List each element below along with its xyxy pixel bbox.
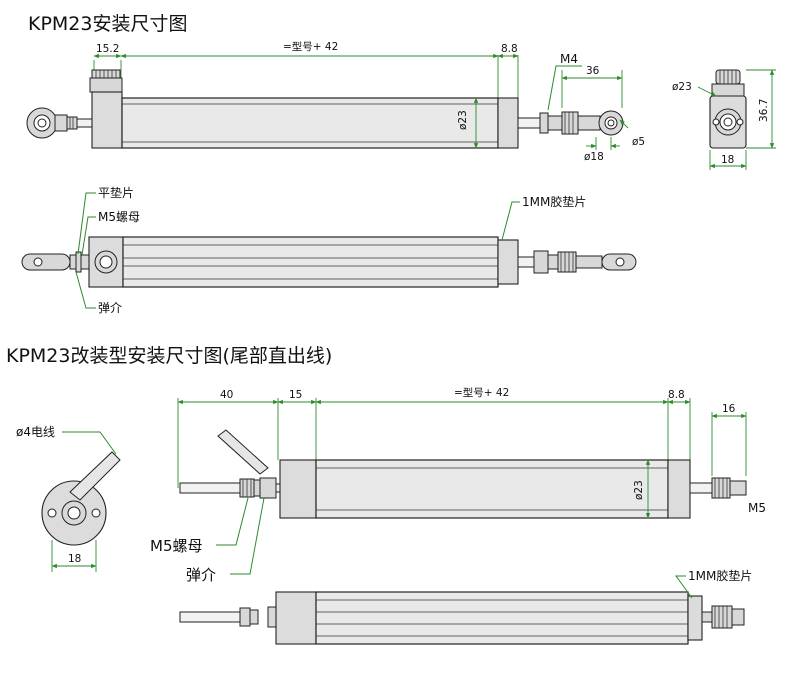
dim-hole-dia: ø5 [632, 136, 645, 148]
right-end-cap [497, 97, 519, 149]
dim-side-dia: ø23 [672, 81, 692, 93]
dim-end-width: 18 [68, 553, 81, 565]
bottom-assembly-end-cap [275, 591, 317, 645]
dim-eye-length: 36 [586, 65, 600, 77]
dim-right-2: 8.8 [668, 389, 685, 401]
main-body [121, 97, 499, 149]
dim-model-length: =型号+ 42 [283, 40, 338, 53]
dim-15: 15 [289, 389, 302, 401]
tail-rod [179, 482, 241, 494]
label-spring-washer-top: 弹介 [98, 301, 122, 315]
top-assembly-drawing: 平垫片 M5螺母 弹介 1MM胶垫片 [21, 185, 637, 315]
dim-diameter-2: ø23 [633, 480, 645, 500]
label-spring-washer-bottom: 弹介 [186, 566, 216, 584]
label-thread-m5: M5 [748, 501, 766, 515]
dim-40: 40 [220, 389, 233, 401]
dim-thread-length: 16 [722, 403, 736, 415]
top-sensor-drawing: 15.2 =型号+ 42 8.8 ø23 M4 [26, 40, 776, 170]
label-gasket-top: 1MM胶垫片 [522, 194, 586, 209]
dim-left: 15.2 [96, 43, 119, 55]
left-end-cap [91, 91, 123, 149]
dim-model-length-2: =型号+ 42 [454, 386, 509, 399]
bottom-assembly-drawing: 1MM胶垫片 [179, 568, 752, 645]
label-thread-m4: M4 [560, 52, 578, 66]
bottom-main-body [315, 459, 669, 519]
section-title-2: KPM23改装型安装尺寸图(尾部直出线) [6, 345, 332, 367]
bottom-end-cap [279, 459, 317, 519]
dim-right: 8.8 [501, 43, 518, 55]
dim-eye-dia: ø18 [584, 151, 604, 163]
dim-diameter: ø23 [457, 110, 469, 130]
assembly-main-body [122, 236, 499, 288]
label-nut-top: M5螺母 [98, 210, 140, 224]
label-nut-bottom: M5螺母 [150, 537, 203, 555]
label-flat-washer: 平垫片 [98, 185, 134, 200]
dim-side-width: 18 [721, 154, 734, 166]
section-title-1: KPM23安装尺寸图 [28, 13, 188, 35]
dim-side-height: 36.7 [758, 99, 770, 122]
tail-cable [217, 429, 269, 475]
piston-rod [517, 117, 541, 129]
label-cable: ø4电线 [16, 425, 55, 439]
label-gasket-bottom: 1MM胶垫片 [688, 568, 752, 583]
cable-stub [69, 451, 121, 501]
bottom-end-view: ø4电线 18 [16, 425, 121, 572]
bottom-sensor-drawing: 40 15 =型号+ 42 8.8 ø23 16 M5 M5螺母 [150, 386, 766, 584]
bottom-assembly-body [315, 591, 689, 645]
